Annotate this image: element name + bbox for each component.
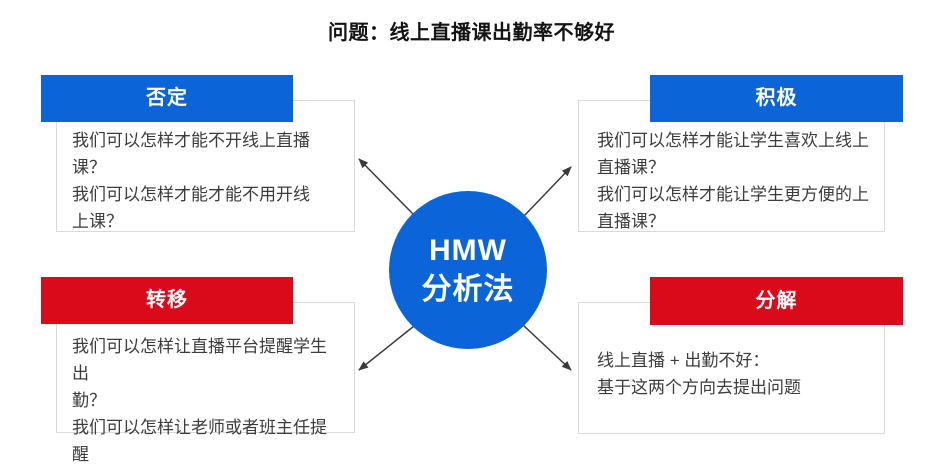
page-title: 问题：线上直播课出勤率不够好 [328,22,615,44]
quadrant-questions-negate: 我们可以怎样才能不开线上直播 课？ 我们可以怎样才能才能不用开线 上课？ [72,131,310,231]
arrow-to-positive [523,166,572,217]
quadrant-questions-positive: 我们可以怎样才能让学生喜欢上线上 直播课？ 我们可以怎样才能让学生更方便的上 直… [597,131,869,231]
center-title-line1: HMW [429,234,507,267]
quadrant-questions-transfer: 我们可以怎样让直播平台提醒学生出 勤？ 我们可以怎样让老师或者班主任提醒 学生出… [72,337,327,464]
arrow-to-decompose [522,324,572,371]
quadrant-box-positive: 我们可以怎样才能让学生喜欢上线上 直播课？ 我们可以怎样才能让学生更方便的上 直… [578,100,885,232]
quadrant-header-negate: 否定 [41,75,293,122]
hmw-center-circle: HMW 分析法 [389,191,547,349]
quadrant-header-decompose: 分解 [650,277,903,325]
quadrant-questions-decompose: 线上直播 + 出勤不好： 基于这两个方向去提出问题 [597,351,801,397]
quadrant-header-transfer: 转移 [41,277,293,324]
quadrant-box-negate: 我们可以怎样才能不开线上直播 课？ 我们可以怎样才能才能不用开线 上课？ [56,100,355,232]
quadrant-header-positive: 积极 [650,75,903,122]
center-title-line2: 分析法 [421,273,515,306]
arrow-to-negate [358,158,415,216]
arrow-to-transfer [358,325,415,371]
